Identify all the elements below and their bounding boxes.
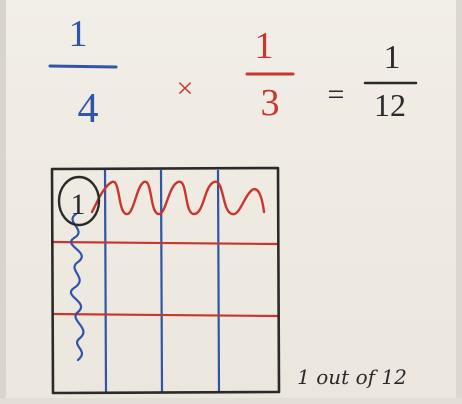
area-model-grid: 1 <box>50 166 281 395</box>
multiply-sign: × <box>177 72 194 105</box>
red-zigzag-shading <box>90 180 266 216</box>
grid-blue-divider-3 <box>216 169 221 393</box>
fraction-one-quarter: 1 4 <box>48 13 118 132</box>
fraction-a-bar <box>48 64 118 69</box>
fraction-result-numerator: 1 <box>384 39 401 76</box>
photo-edge-bottom <box>0 398 462 404</box>
fraction-b-numerator: 1 <box>255 25 274 67</box>
grid-red-divider-2 <box>51 312 279 318</box>
photo-edge-left <box>0 0 6 404</box>
grid-blue-divider-1 <box>103 169 108 393</box>
circled-cell <box>57 175 101 227</box>
fraction-a-numerator: 1 <box>69 13 88 55</box>
grid-red-divider-1 <box>51 240 279 246</box>
photo-edge-right <box>456 0 462 404</box>
grid-outline <box>50 166 281 395</box>
fraction-one-third: 1 3 <box>245 25 295 124</box>
grid-blue-divider-2 <box>159 169 164 393</box>
fraction-result-denominator: 12 <box>374 87 406 123</box>
fraction-a-denominator: 4 <box>78 86 99 132</box>
equals-sign: = <box>328 78 345 111</box>
blue-zigzag-shading <box>70 212 85 362</box>
fraction-b-denominator: 3 <box>261 82 280 124</box>
fraction-one-twelfth: 1 12 <box>363 39 418 123</box>
caption-one-out-of-twelve: 1 out of 12 <box>297 365 407 389</box>
circled-cell-mark: 1 <box>71 188 86 221</box>
